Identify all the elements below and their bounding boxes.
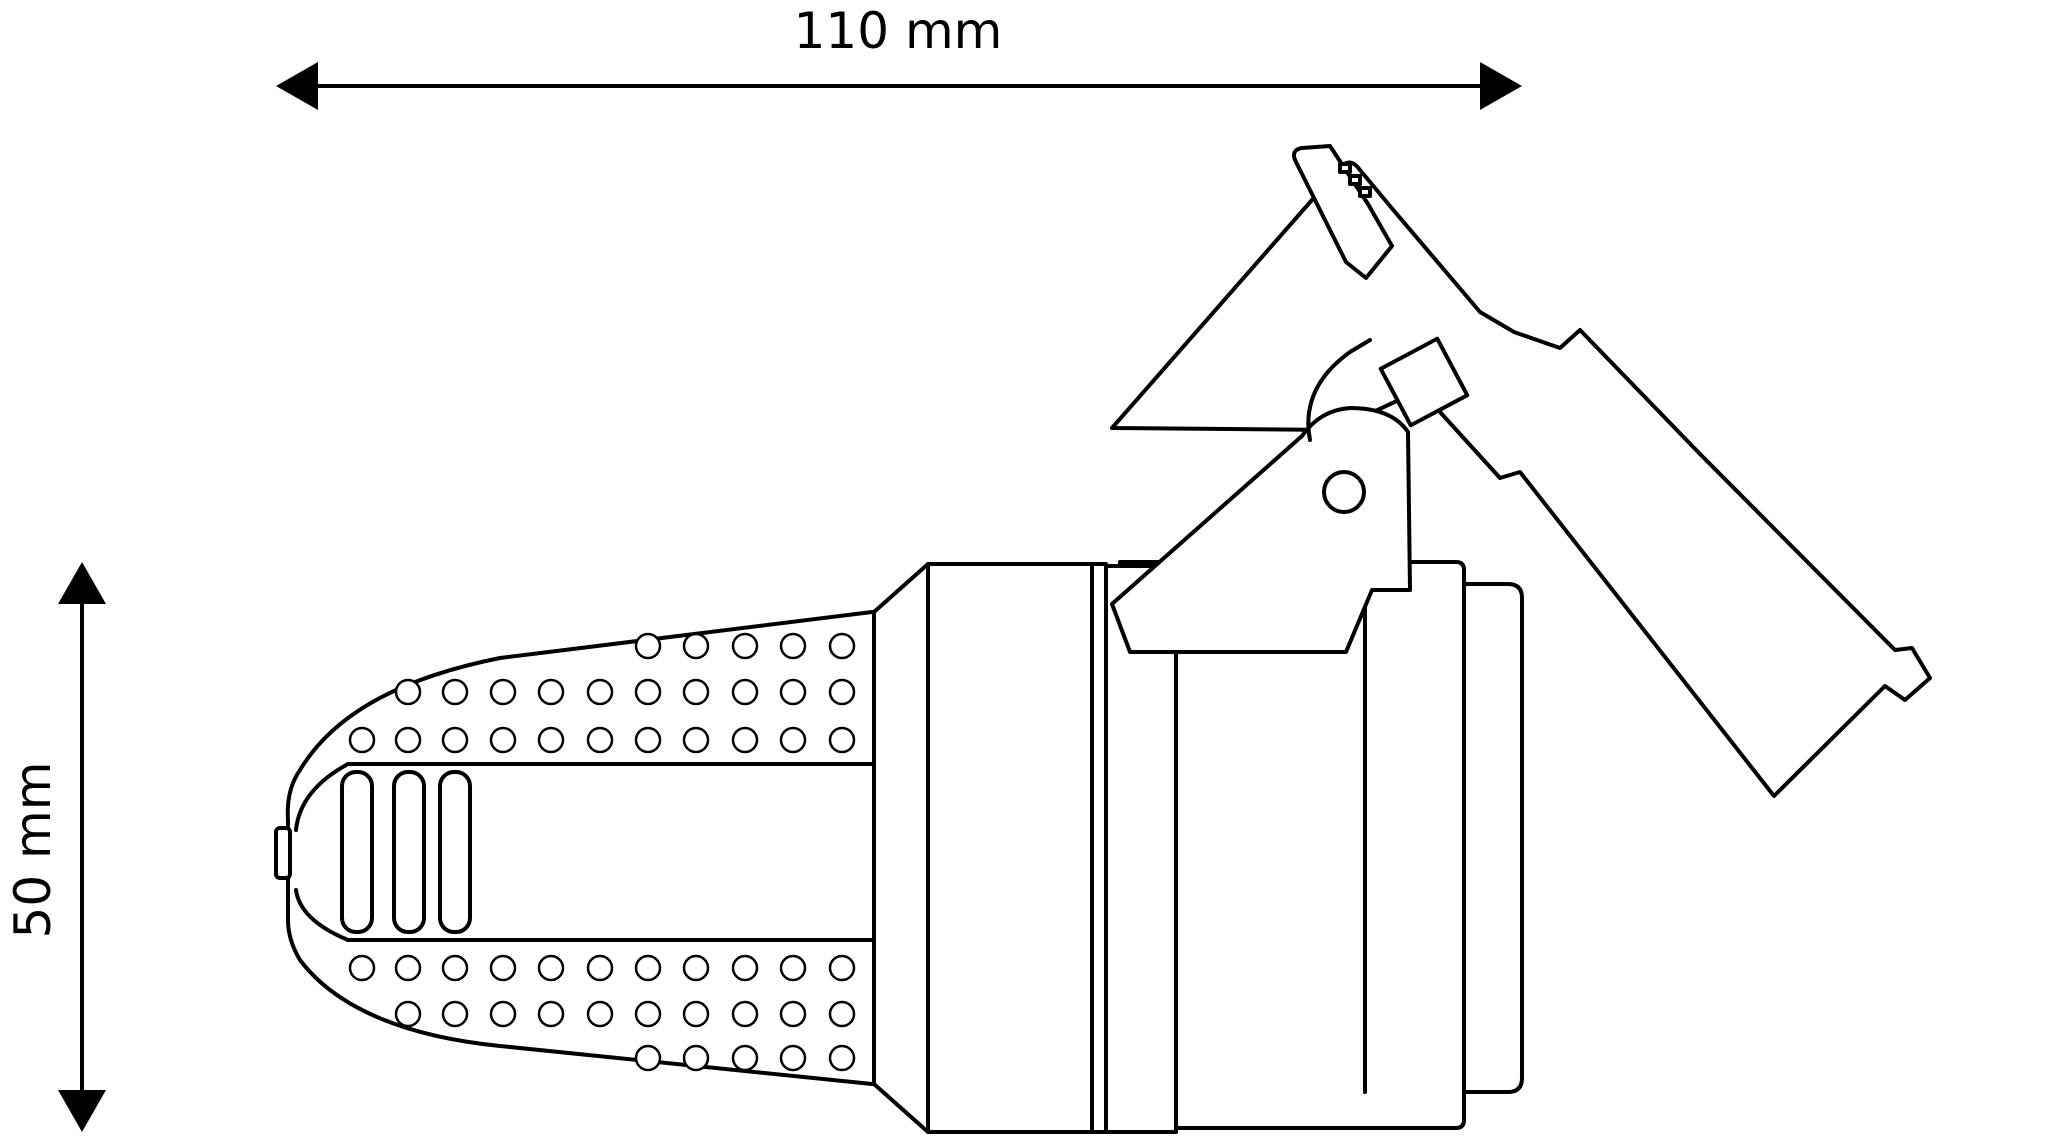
grip-hole bbox=[682, 632, 710, 660]
grip-hole bbox=[634, 678, 662, 706]
grip-hole bbox=[828, 678, 856, 706]
grip-hole bbox=[682, 1044, 710, 1072]
grip-hole bbox=[394, 678, 422, 706]
lid-latch bbox=[1292, 144, 1394, 280]
grip-hole bbox=[537, 954, 565, 982]
grip-hole bbox=[537, 726, 565, 754]
grip-hole bbox=[634, 1000, 662, 1028]
collar-ring bbox=[872, 562, 1108, 1134]
grip-hole bbox=[779, 1000, 807, 1028]
grip-hole bbox=[586, 954, 614, 982]
grip-hole bbox=[586, 726, 614, 754]
grip-hole bbox=[489, 726, 517, 754]
grip-hole bbox=[828, 632, 856, 660]
grip-hole bbox=[394, 954, 422, 982]
width-dimension-label: 110 mm bbox=[794, 2, 1003, 60]
width-arrow-right-icon bbox=[1480, 62, 1522, 110]
grip-hole bbox=[634, 954, 662, 982]
grip-hole bbox=[779, 632, 807, 660]
grip-hole bbox=[489, 954, 517, 982]
grip-hole bbox=[348, 726, 376, 754]
grip-hole bbox=[489, 1000, 517, 1028]
grip-hole bbox=[779, 678, 807, 706]
grip-hole bbox=[828, 954, 856, 982]
grip-panel-curve-top bbox=[294, 762, 350, 832]
hinge-pin bbox=[1322, 470, 1366, 514]
grip-hole bbox=[779, 954, 807, 982]
grip-hole bbox=[634, 632, 662, 660]
end-nub bbox=[274, 826, 292, 880]
grip-panel-curve-bottom bbox=[294, 888, 350, 942]
grip-hole bbox=[779, 1044, 807, 1072]
grip-hole bbox=[634, 726, 662, 754]
grip-hole bbox=[682, 678, 710, 706]
grip-hole bbox=[731, 1000, 759, 1028]
rear-body bbox=[1118, 560, 1466, 1130]
grip-hole bbox=[394, 726, 422, 754]
lid-lock-block bbox=[1378, 336, 1470, 428]
grip-hole bbox=[828, 1000, 856, 1028]
grip-hole bbox=[731, 1044, 759, 1072]
grip-hole bbox=[441, 1000, 469, 1028]
grip-hole bbox=[537, 678, 565, 706]
grip-hole bbox=[537, 1000, 565, 1028]
latch-tooth bbox=[1348, 174, 1362, 186]
grip-hole bbox=[731, 632, 759, 660]
grip-hole bbox=[682, 726, 710, 754]
grip-slot bbox=[340, 770, 374, 934]
grip-hole bbox=[489, 678, 517, 706]
height-arrow-bottom-icon bbox=[58, 1090, 106, 1132]
grip-hole bbox=[348, 954, 376, 982]
hinge-upper-curve bbox=[1306, 338, 1372, 442]
latch-tooth bbox=[1358, 186, 1372, 198]
height-dimension: 50 mm bbox=[4, 562, 106, 1132]
grip-hole bbox=[586, 678, 614, 706]
grip-hole bbox=[634, 1044, 662, 1072]
height-dimension-label: 50 mm bbox=[4, 762, 62, 939]
grip-hole-pattern bbox=[348, 632, 856, 1072]
grip-hole bbox=[779, 726, 807, 754]
grip-hole bbox=[682, 954, 710, 982]
height-arrow-top-icon bbox=[58, 562, 106, 604]
grip-hole bbox=[394, 1000, 422, 1028]
grip-hole bbox=[441, 726, 469, 754]
grip-hole bbox=[682, 1000, 710, 1028]
grip-hole bbox=[731, 678, 759, 706]
latch-tooth bbox=[1338, 162, 1352, 174]
grip-hole bbox=[828, 1044, 856, 1072]
grip-hole bbox=[586, 1000, 614, 1028]
hinge-arm bbox=[1110, 406, 1412, 654]
width-arrow-left-icon bbox=[276, 62, 318, 110]
socket-drawing bbox=[274, 144, 1932, 1134]
grip-slot bbox=[392, 770, 426, 934]
grip-hole bbox=[828, 726, 856, 754]
grip-hole bbox=[731, 726, 759, 754]
width-dimension: 110 mm bbox=[276, 2, 1522, 110]
grip-hole bbox=[441, 678, 469, 706]
grip-slot bbox=[438, 770, 472, 934]
grip-body bbox=[285, 610, 876, 1086]
grip-hole bbox=[441, 954, 469, 982]
grip-hole bbox=[731, 954, 759, 982]
